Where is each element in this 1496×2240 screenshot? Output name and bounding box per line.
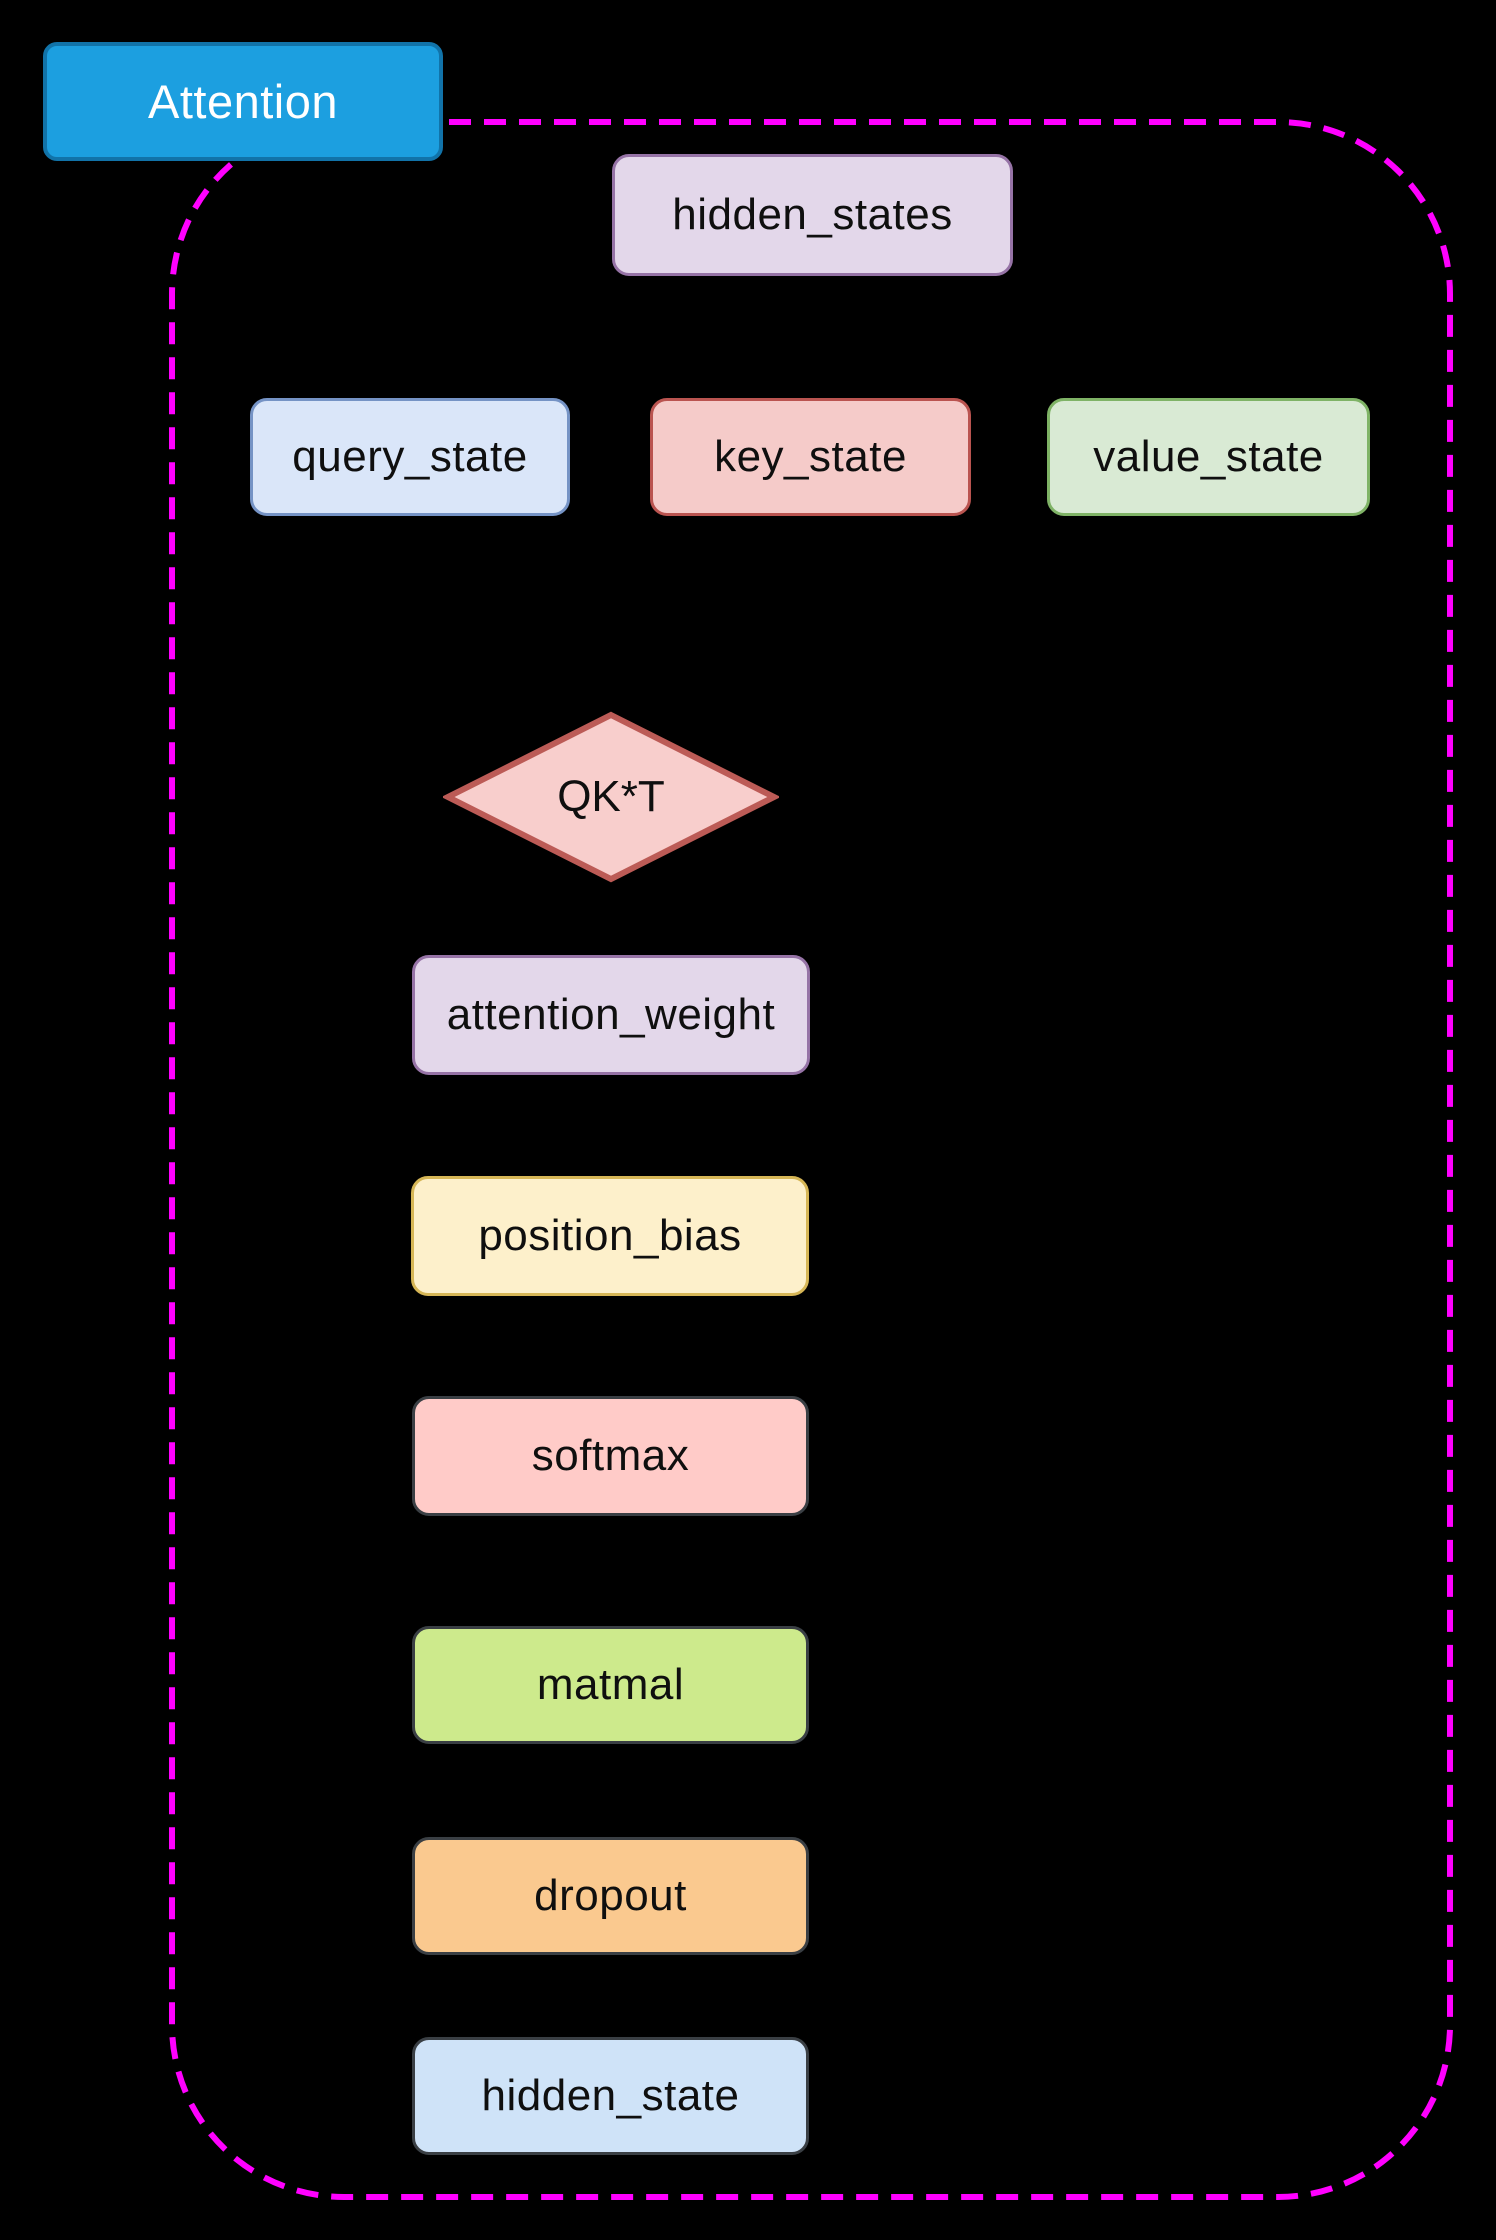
node-label: QK*T	[557, 772, 665, 821]
diamond-polygon	[443, 711, 779, 883]
node-label: matmal	[536, 1660, 685, 1709]
node-label: value_state	[1093, 432, 1324, 481]
node-label: position_bias	[478, 1211, 742, 1260]
node-label: dropout	[534, 1871, 687, 1920]
dashed-border	[169, 119, 1453, 2200]
node-hidden-state: hidden_state	[412, 2037, 809, 2155]
node-matmal: matmal	[412, 1626, 809, 1744]
node-label: hidden_state	[481, 2071, 740, 2120]
attention-group-container	[169, 119, 1453, 2200]
node-attention-title: Attention	[43, 42, 443, 161]
node-qkt-diamond: QK*T	[443, 711, 779, 883]
node-label: query_state	[292, 432, 528, 481]
diamond-shape	[443, 711, 779, 883]
node-softmax: softmax	[412, 1396, 809, 1516]
node-label: key_state	[714, 432, 907, 481]
node-label: attention_weight	[446, 990, 776, 1039]
node-label: hidden_states	[672, 190, 953, 239]
node-position-bias: position_bias	[411, 1176, 809, 1296]
node-value-state: value_state	[1047, 398, 1370, 516]
node-attention-weight: attention_weight	[412, 955, 810, 1075]
node-label: Attention	[147, 75, 339, 128]
node-hidden-states: hidden_states	[612, 154, 1013, 276]
node-key-state: key_state	[650, 398, 971, 516]
node-label: softmax	[531, 1431, 690, 1480]
node-dropout: dropout	[412, 1837, 809, 1955]
node-query-state: query_state	[250, 398, 570, 516]
